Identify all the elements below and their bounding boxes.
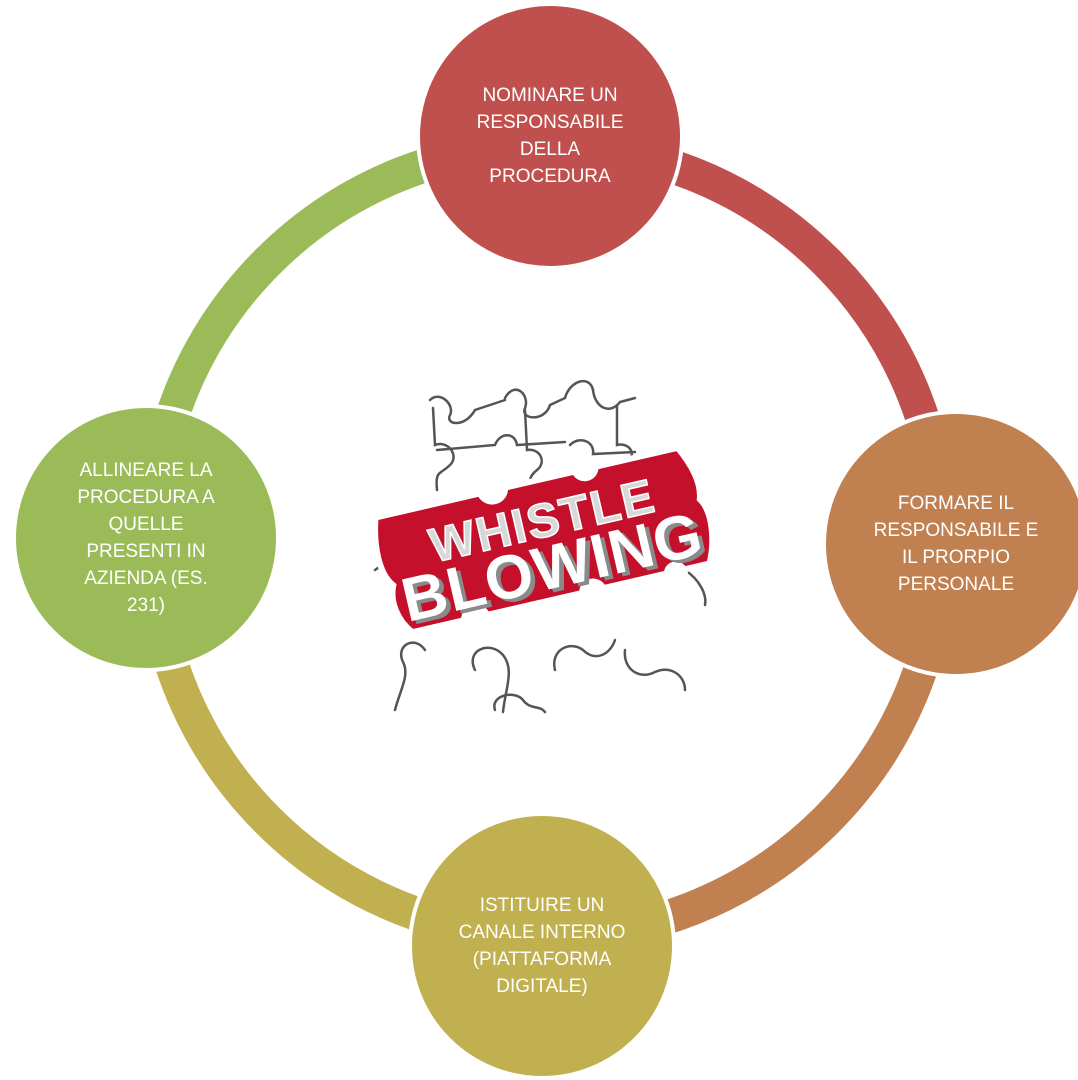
step-label-top: NOMINARE UN RESPONSABILE DELLA PROCEDURA xyxy=(476,85,624,187)
step-node-left: ALLINEARE LA PROCEDURA A QUELLE PRESENTI… xyxy=(12,404,280,672)
red-banner: WHISTLE BLOWING BLOWING xyxy=(372,444,716,639)
step-label-bottom: ISTITUIRE UN CANALE INTERNO (PIATTAFORMA… xyxy=(458,895,626,997)
step-label-right: FORMARE IL RESPONSABILE E IL PRORPIO PER… xyxy=(873,493,1039,595)
whistleblowing-puzzle-image: WHISTLE BLOWING BLOWING xyxy=(372,379,716,714)
step-label-left: ALLINEARE LA PROCEDURA A QUELLE PRESENTI… xyxy=(77,460,215,616)
step-node-right: FORMARE IL RESPONSABILE E IL PRORPIO PER… xyxy=(822,410,1078,678)
step-node-bottom: ISTITUIRE UN CANALE INTERNO (PIATTAFORMA… xyxy=(408,812,676,1080)
puzzle-pieces-outline xyxy=(373,379,707,714)
step-node-top: NOMINARE UN RESPONSABILE DELLA PROCEDURA xyxy=(416,2,684,270)
